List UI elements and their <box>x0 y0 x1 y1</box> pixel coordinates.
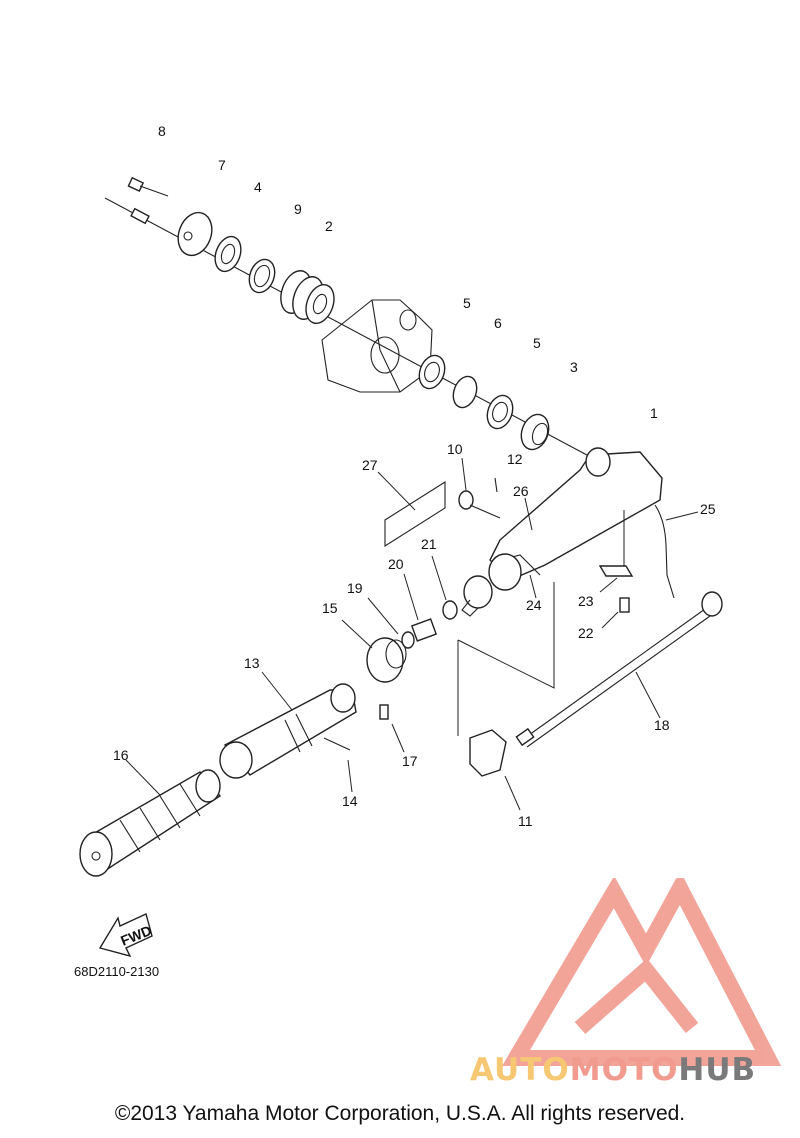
callout-17: 14 <box>342 793 358 809</box>
callout-6: 6 <box>494 315 502 331</box>
callout-25: 26 <box>513 483 529 499</box>
callout-11: 11 <box>518 813 533 829</box>
oring-7 <box>248 258 276 294</box>
callout-20: 21 <box>421 536 437 552</box>
shaft-21 <box>515 591 723 748</box>
plate-8 <box>177 211 213 257</box>
automotohub-logo <box>501 878 782 1066</box>
bolt-9 <box>127 176 169 197</box>
callout-9: 8 <box>158 123 166 139</box>
part-code: 68D2110-2130 <box>74 964 160 979</box>
callout-8: 7 <box>218 157 226 173</box>
spring-19 <box>410 618 438 642</box>
callout-26: 24 <box>526 597 542 613</box>
callout-2: 2 <box>325 218 333 234</box>
callout-1: 1 <box>650 405 658 421</box>
clip-6 <box>452 375 478 409</box>
callout-23: 22 <box>578 625 594 641</box>
screw-17 <box>323 737 351 751</box>
pin-12 <box>494 477 498 493</box>
stop-wire-24 <box>654 504 675 599</box>
callout-24: 25 <box>700 501 716 517</box>
washer-4 <box>214 235 242 273</box>
callout-27: 27 <box>362 457 378 473</box>
callout-13: 13 <box>244 655 260 671</box>
plate-22 <box>598 565 634 577</box>
automotohub-wordmark: AUTOMOTOHUB <box>470 1052 757 1088</box>
grip-16 <box>79 769 222 877</box>
fwd-arrow-icon: FWD <box>98 913 154 958</box>
callout-21: 18 <box>654 717 670 733</box>
screw-15 <box>379 704 389 720</box>
callout-4: 4 <box>254 179 262 195</box>
cable-end <box>130 207 150 225</box>
callout-5b: 5 <box>533 335 541 351</box>
callout-7: 9 <box>294 201 302 217</box>
callout-19: 20 <box>388 556 404 572</box>
washer-5b <box>486 394 514 430</box>
callout-3: 3 <box>570 359 578 375</box>
callout-16: 16 <box>113 747 129 763</box>
bushing-2 <box>280 270 335 325</box>
callout-18: 19 <box>347 580 363 596</box>
callout-22: 23 <box>578 593 594 609</box>
copyright-notice: ©2013 Yamaha Motor Corporation, U.S.A. A… <box>114 1102 686 1125</box>
throttle-shaft-13 <box>219 683 357 779</box>
bracket-housing <box>321 299 433 393</box>
tiller-bracket-1 <box>461 447 663 617</box>
screw-23 <box>619 597 630 613</box>
collar-20 <box>442 600 458 620</box>
knob-10 <box>458 490 501 519</box>
callout-5a: 5 <box>463 295 471 311</box>
callout-14: 15 <box>322 600 338 616</box>
callout-10: 10 <box>447 441 463 457</box>
collar-14 <box>366 637 407 683</box>
callout-15: 17 <box>402 753 418 769</box>
clamp-11 <box>469 729 507 777</box>
washer-5a <box>418 354 446 390</box>
washer-18 <box>401 631 415 649</box>
label-27 <box>384 481 446 547</box>
callout-12: 12 <box>507 451 523 467</box>
